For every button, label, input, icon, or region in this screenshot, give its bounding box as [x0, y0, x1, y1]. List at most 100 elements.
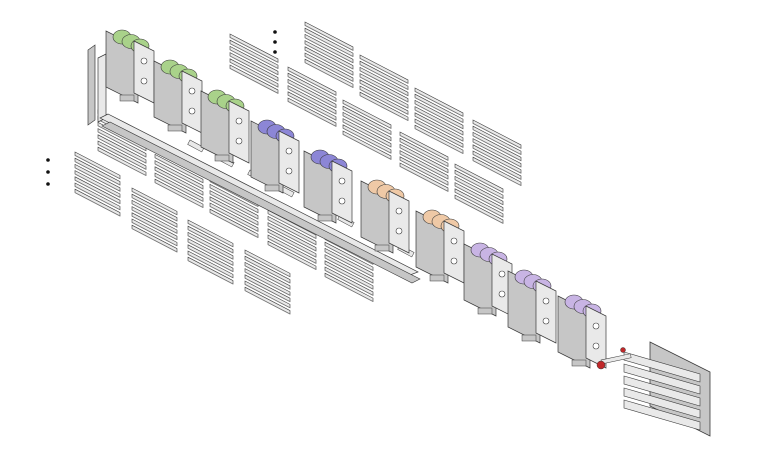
louver-slat-shadow [131, 228, 178, 253]
louver-slat-shadow [472, 129, 522, 155]
louver-panel [187, 219, 234, 285]
louver-slat-shadow [244, 271, 291, 296]
louver-slat-shadow [97, 150, 147, 176]
louver-slat-shadow [229, 68, 279, 94]
louver-slat-shadow [359, 70, 409, 97]
louver-slat-shadow [229, 37, 279, 63]
louver-slat-shadow [74, 167, 121, 192]
louver-slat-shadow [131, 191, 178, 216]
louver-slat-shadow [304, 56, 354, 82]
louver-slat-shadow [454, 191, 504, 218]
louver-slat-shadow [399, 166, 449, 192]
bearing-hole [188, 107, 196, 115]
louver-slat-shadow [287, 70, 337, 96]
bearing-hole [140, 57, 148, 65]
louver-slat-shadow [287, 94, 337, 121]
bearing-hole [592, 342, 600, 350]
louver-slat-shadow [324, 239, 374, 265]
fastener-dot [273, 40, 277, 44]
bearing-hole [395, 207, 403, 215]
louver-slat-shadow [454, 185, 504, 212]
louver-panel [131, 187, 178, 253]
module-front-plate [585, 305, 607, 369]
bearing-hole [450, 257, 458, 265]
fastener-dot [46, 182, 50, 186]
louver-slat-shadow [399, 141, 449, 167]
louver-slat-shadow [209, 199, 259, 226]
louver-slat-shadow [414, 128, 464, 154]
louver-slat-shadow [414, 122, 464, 148]
louver-slat-shadow [131, 203, 178, 228]
louver-panel [229, 33, 279, 94]
louver-slat-shadow [267, 231, 317, 258]
louver-slat-shadow [359, 64, 409, 90]
output-slat [623, 387, 701, 419]
louver-slat-shadow [287, 76, 337, 102]
louver-slat-shadow [359, 58, 409, 84]
louver-slat-shadow [359, 89, 409, 115]
rail-connector [187, 139, 205, 153]
louver-slat-shadow [154, 157, 204, 184]
output-slat [623, 363, 701, 395]
louver-slat-shadow [187, 223, 234, 248]
louver-slat-shadow [414, 97, 464, 123]
louver-slat-shadow [472, 141, 522, 168]
module-foot [374, 244, 390, 252]
output-slat [623, 399, 701, 431]
louver-slat-shadow [304, 25, 354, 51]
module-foot [571, 359, 587, 367]
louver-slat-shadow [287, 82, 337, 109]
module-foot [264, 184, 280, 192]
louver-slat-shadow [97, 137, 147, 164]
louver-slat-shadow [472, 160, 522, 186]
louver-panel [414, 87, 464, 155]
louver-slat-shadow [74, 173, 121, 198]
louver-slat-shadow [342, 127, 392, 154]
fastener-dot [273, 30, 277, 34]
louver-slat-shadow [359, 95, 409, 121]
louver-slat-shadow [472, 147, 522, 174]
louver-slat-shadow [359, 76, 409, 103]
louver-slat-shadow [324, 263, 374, 290]
louver-panel [287, 66, 337, 127]
louver-slat-shadow [472, 135, 522, 162]
louver-slat-shadow [359, 82, 409, 109]
drum-module [415, 209, 465, 284]
louver-slat-shadow [287, 88, 337, 115]
louver-slat-shadow [209, 212, 259, 238]
louver-slat-shadow [399, 153, 449, 180]
bearing-hole [498, 290, 506, 298]
red-marker [620, 347, 626, 353]
louver-slat-shadow [454, 173, 504, 199]
module-foot [429, 274, 445, 282]
rail-post [87, 44, 96, 126]
bearing-hole [338, 177, 346, 185]
louver-panel [399, 131, 449, 192]
louver-slat-shadow [244, 277, 291, 302]
module-foot [119, 94, 135, 102]
louver-slat-shadow [187, 235, 234, 260]
louver-slat-shadow [74, 179, 121, 204]
louver-slat-shadow [324, 251, 374, 278]
bearing-hole [188, 87, 196, 95]
module-foot [214, 154, 230, 162]
module-foot [317, 214, 333, 222]
louver-slat-shadow [229, 61, 279, 88]
louver-panel [359, 54, 409, 122]
louver-slat-shadow [324, 245, 374, 271]
drum-module [507, 269, 557, 344]
louver-panel [74, 151, 121, 217]
louver-slat-shadow [97, 131, 147, 158]
module-front-plate [133, 40, 155, 104]
louver-slat-shadow [304, 49, 354, 76]
module-front-plate [228, 100, 250, 164]
module-front-plate [278, 130, 300, 194]
louver-slat-shadow [267, 219, 317, 246]
louver-panel [324, 235, 374, 303]
louver-slat-shadow [244, 265, 291, 290]
louver-slat-shadow [472, 154, 522, 180]
bearing-hole [592, 322, 600, 330]
louver-slat-shadow [209, 187, 259, 214]
louver-slat-shadow [209, 206, 259, 232]
